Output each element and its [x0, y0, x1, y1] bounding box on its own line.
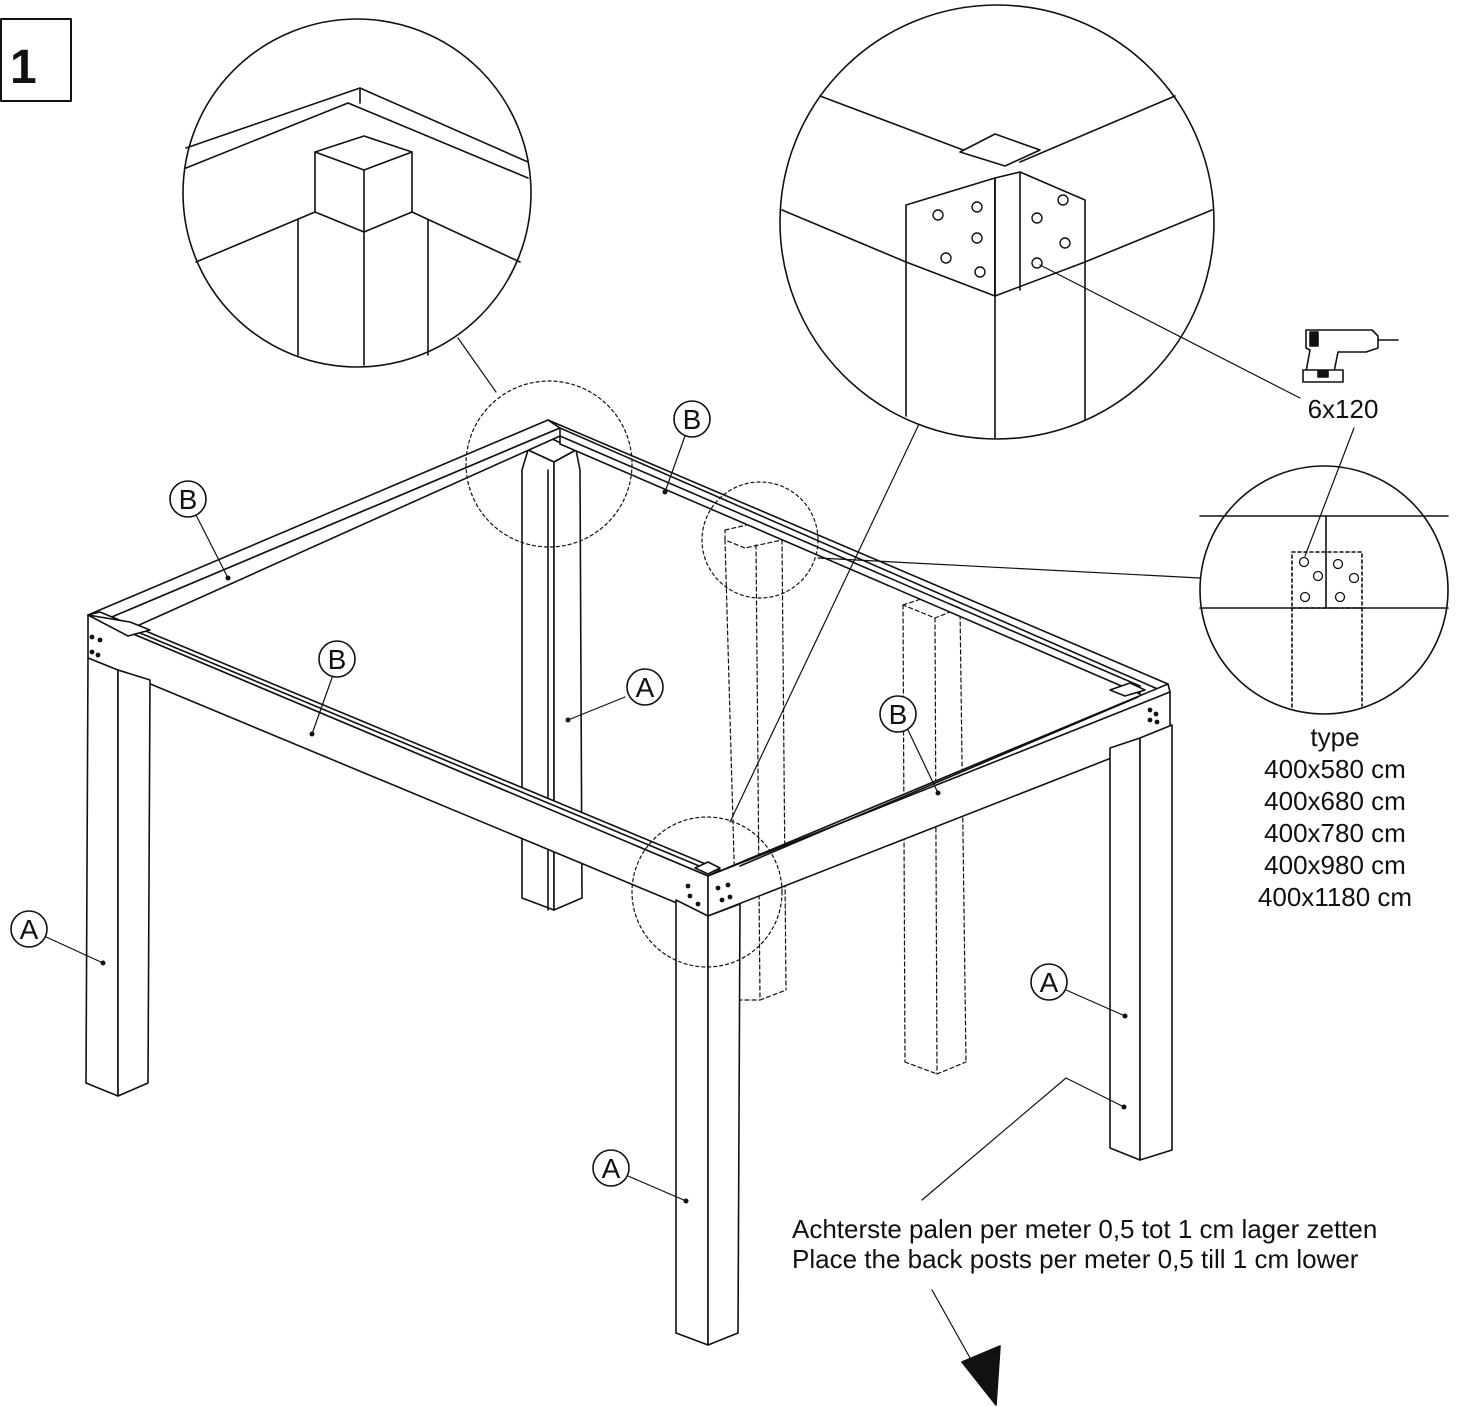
step-number: 1 — [10, 41, 37, 94]
svg-text:A: A — [1040, 967, 1059, 998]
cordless-drill-icon — [1302, 330, 1398, 383]
label-b-back-left: B — [170, 481, 206, 517]
svg-text:B: B — [683, 404, 702, 435]
zoom-detail-connector — [1200, 466, 1448, 714]
svg-text:A: A — [636, 672, 655, 703]
label-a-back-middle: A — [627, 669, 663, 705]
label-a-front-left: A — [11, 911, 47, 947]
type-size: 400x1180 cm — [1258, 882, 1412, 912]
label-b-back-right: B — [674, 401, 710, 437]
type-size: 400x780 cm — [1264, 818, 1406, 848]
type-heading: type — [1310, 722, 1359, 752]
label-b-front-left: B — [319, 641, 355, 677]
post-front-center — [676, 900, 740, 1345]
svg-text:A: A — [602, 1153, 621, 1184]
label-a-front-center: A — [593, 1150, 629, 1186]
svg-text:B: B — [179, 484, 198, 515]
type-size: 400x580 cm — [1264, 754, 1406, 784]
connector-leader — [1305, 428, 1354, 556]
screw-spec-label: 6x120 — [1308, 394, 1379, 424]
corner-screws — [89, 634, 1160, 907]
svg-text:A: A — [20, 914, 39, 945]
note-text: Achterste palen per meter 0,5 tot 1 cm l… — [792, 1214, 1377, 1274]
label-b-front-right: B — [880, 696, 916, 732]
step-number-box: 1 — [0, 18, 72, 102]
frame-beams — [88, 420, 1170, 916]
note-line-nl: Achterste palen per meter 0,5 tot 1 cm l… — [792, 1214, 1377, 1244]
plate-screw-heads — [933, 195, 1070, 277]
part-callouts — [44, 436, 1125, 1201]
post-front-left — [86, 658, 150, 1096]
post-front-right — [1110, 725, 1172, 1160]
note-line-en: Place the back posts per meter 0,5 till … — [792, 1244, 1359, 1274]
svg-text:B: B — [889, 699, 908, 730]
type-list: type 400x580 cm 400x680 cm 400x780 cm 40… — [1258, 722, 1412, 912]
type-size: 400x980 cm — [1264, 850, 1406, 880]
label-a-front-right: A — [1031, 964, 1067, 1000]
zoom-detail-top-joint — [183, 19, 531, 367]
detail-leaders — [458, 338, 1200, 822]
type-size: 400x680 cm — [1264, 786, 1406, 816]
svg-text:B: B — [328, 644, 347, 675]
detail-markers — [466, 381, 818, 967]
zoom-detail-corner-screws — [780, 5, 1214, 439]
screw-leader — [1040, 265, 1300, 398]
part-callout-dots — [100, 489, 1128, 1204]
direction-arrow-icon — [962, 1346, 1000, 1405]
note-leader — [922, 1078, 1124, 1365]
